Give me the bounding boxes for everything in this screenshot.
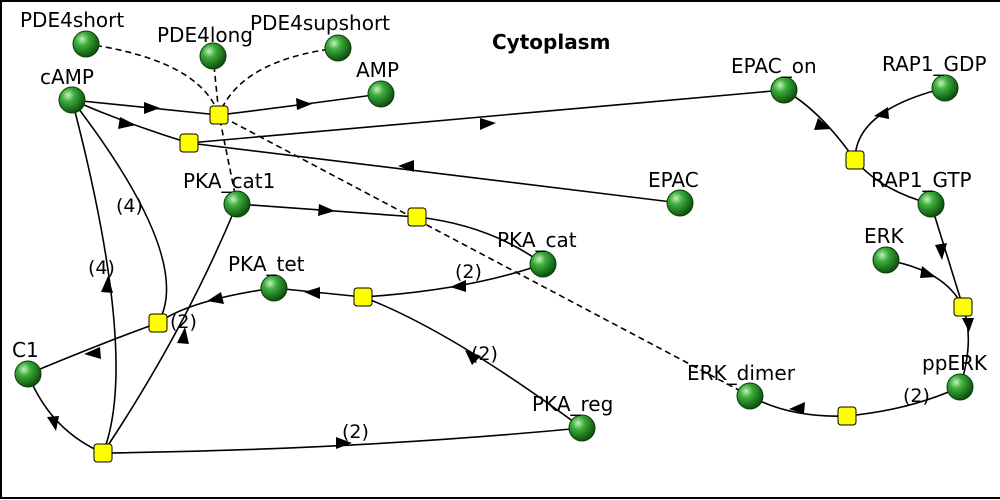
edge-pkacat-to-r7 (362, 263, 544, 298)
species-label-pka-tet: PKA_tet (228, 252, 305, 276)
reaction-node-r1 (209, 105, 229, 125)
species-node-epac (666, 189, 694, 217)
edge-camp-to-r8 (71, 99, 168, 324)
edge-erkdimer-to-r1-modifier (218, 114, 751, 397)
species-label-c1: C1 (12, 338, 39, 362)
species-label-amp: AMP (356, 58, 399, 82)
reaction-node-r5 (837, 406, 857, 426)
species-node-pka-reg (568, 414, 596, 442)
species-node-pde4long (199, 42, 227, 70)
stoichiometry-labels: (4) (4) (2) (2) (2) (2) (2) (88, 195, 930, 443)
species-label-pde4long: PDE4long (157, 23, 253, 47)
species-label-pka-reg: PKA_reg (532, 392, 613, 416)
edge-pkareg-to-r7 (362, 296, 583, 429)
edge-r9-to-pkacat1 (102, 203, 238, 454)
arrowhead (177, 327, 189, 344)
reaction-node-r6 (407, 207, 427, 227)
edge-r6-to-pkacat (416, 216, 544, 265)
arrowhead (144, 102, 160, 114)
arrowhead (789, 402, 805, 414)
species-label-epac: EPAC (648, 168, 699, 192)
species-label-erk: ERK (864, 224, 905, 248)
arrowhead (296, 98, 312, 110)
reaction-node-r9 (93, 443, 113, 463)
species-label-epac-on: EPAC_on (731, 54, 817, 78)
species-node-c1 (14, 360, 42, 388)
edge-pde4supshort-modifier (218, 47, 339, 116)
species-node-rap1-gdp (931, 74, 959, 102)
reaction-node-r8 (148, 313, 168, 333)
species-node-erk-dimer (736, 382, 764, 410)
species-labels: PDE4short PDE4long PDE4supshort cAMP AMP… (12, 8, 988, 416)
arrowhead (465, 350, 481, 365)
species-label-camp: cAMP (40, 65, 94, 89)
reaction-node-r2 (179, 133, 199, 153)
stoich-label: (2) (455, 261, 482, 283)
edge-r9-to-camp (71, 99, 117, 454)
stoich-label: (2) (342, 421, 369, 443)
species-node-erk (872, 246, 900, 274)
arrowhead (304, 287, 320, 299)
species-label-pka-cat: PKA_cat (497, 228, 577, 252)
arrowhead (84, 347, 101, 359)
species-label-rap1-gdp: RAP1_GDP (882, 52, 987, 76)
stoich-label: (4) (116, 195, 143, 217)
reaction-node-r3 (845, 150, 865, 170)
arrowhead (47, 416, 59, 431)
arrowhead (101, 276, 113, 293)
species-node-camp (58, 86, 86, 114)
edge-epac-to-r2 (188, 142, 681, 204)
reaction-node-r7 (353, 287, 373, 307)
species-label-pperk: ppERK (922, 351, 988, 375)
arrowhead (318, 204, 335, 216)
edge-pkacat1-to-r1-modifier (218, 114, 238, 205)
species-node-rap1-gtp (917, 190, 945, 218)
stoich-label: (2) (471, 343, 498, 365)
species-node-pka-cat1 (223, 190, 251, 218)
arrowhead (398, 160, 414, 172)
species-node-pperk (946, 373, 974, 401)
species-nodes (14, 30, 974, 442)
stoich-label: (2) (903, 385, 930, 407)
arrowhead (962, 318, 974, 332)
edge-c1-to-r9 (27, 373, 104, 454)
arrowhead (336, 437, 352, 449)
stoich-label: (2) (170, 311, 197, 333)
edge-rap1gtp-to-r4 (930, 203, 964, 308)
species-node-pde4short (72, 30, 100, 58)
arrowhead (207, 292, 224, 304)
arrowhead (814, 118, 831, 130)
arrowhead (920, 266, 936, 278)
arrowhead (450, 280, 466, 292)
edge-erk-to-r4 (885, 259, 964, 308)
species-node-epac-on (770, 76, 798, 104)
edge-r8-to-c1 (27, 322, 159, 375)
species-node-pka-cat (529, 250, 557, 278)
compartment-label: Cytoplasm (492, 30, 610, 54)
species-node-pka-tet (260, 274, 288, 302)
reaction-nodes (93, 105, 973, 463)
reaction-node-r4 (953, 297, 973, 317)
edge-rap1gdp-to-r3 (854, 87, 946, 161)
species-node-pde4supshort (324, 34, 352, 62)
arrowhead (935, 243, 947, 260)
edge-pde4short-modifier (85, 43, 220, 116)
species-label-pka-cat1: PKA_cat1 (183, 169, 275, 193)
species-label-pde4supshort: PDE4supshort (250, 11, 390, 35)
arrowhead (480, 118, 496, 130)
species-label-rap1-gtp: RAP1_GTP (871, 168, 972, 192)
arrowhead (874, 107, 889, 119)
species-label-pde4short: PDE4short (20, 8, 124, 32)
edge-r2-to-epacon (188, 89, 785, 144)
species-label-erk-dimer: ERK_dimer (687, 361, 796, 385)
arrowheads (47, 98, 974, 449)
edge-r9-to-pkareg (102, 427, 583, 454)
species-node-amp (367, 80, 395, 108)
stoich-label: (4) (88, 257, 115, 279)
arrowhead (118, 117, 136, 129)
